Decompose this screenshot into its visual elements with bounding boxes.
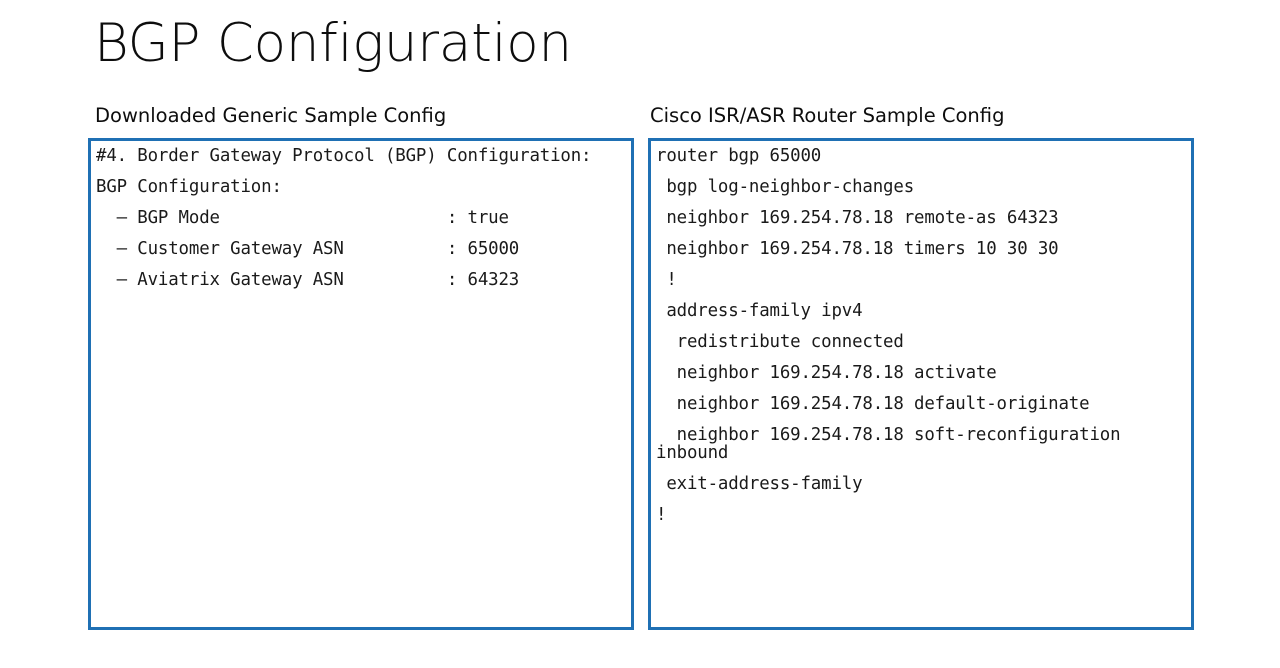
code-line: neighbor 169.254.78.18 remote-as 64323 [656, 208, 1059, 228]
cisco-sample-config-panel: router bgp 65000 bgp log-neighbor-change… [648, 138, 1194, 630]
code-line: neighbor 169.254.78.18 default-originate [656, 394, 1090, 414]
code-line: ! [656, 270, 677, 290]
code-line: redistribute connected [656, 332, 904, 352]
code-line: ! [656, 505, 667, 525]
generic-sample-config-panel: #4. Border Gateway Protocol (BGP) Config… [88, 138, 634, 630]
code-line: – Customer Gateway ASN : 65000 [96, 239, 520, 259]
right-column-heading: Cisco ISR/ASR Router Sample Config [650, 104, 1005, 127]
code-line: BGP Configuration: [96, 177, 282, 197]
code-line: neighbor 169.254.78.18 timers 10 30 30 [656, 239, 1059, 259]
cisco-sample-config-code: router bgp 65000 bgp log-neighbor-change… [651, 141, 1191, 541]
code-line: #4. Border Gateway Protocol (BGP) Config… [96, 146, 592, 166]
code-line: neighbor 169.254.78.18 activate [656, 363, 997, 383]
code-line: – Aviatrix Gateway ASN : 64323 [96, 270, 520, 290]
left-column-heading: Downloaded Generic Sample Config [95, 104, 447, 127]
code-line: bgp log-neighbor-changes [656, 177, 915, 197]
code-line: address-family ipv4 [656, 301, 863, 321]
code-line: exit-address-family [656, 474, 863, 494]
code-line: – BGP Mode : true [96, 208, 509, 228]
code-line: router bgp 65000 [656, 146, 822, 166]
page-title: BGP Configuration [94, 13, 572, 74]
code-line: neighbor 169.254.78.18 soft-reconfigurat… [656, 425, 1131, 463]
generic-sample-config-code: #4. Border Gateway Protocol (BGP) Config… [91, 141, 631, 293]
